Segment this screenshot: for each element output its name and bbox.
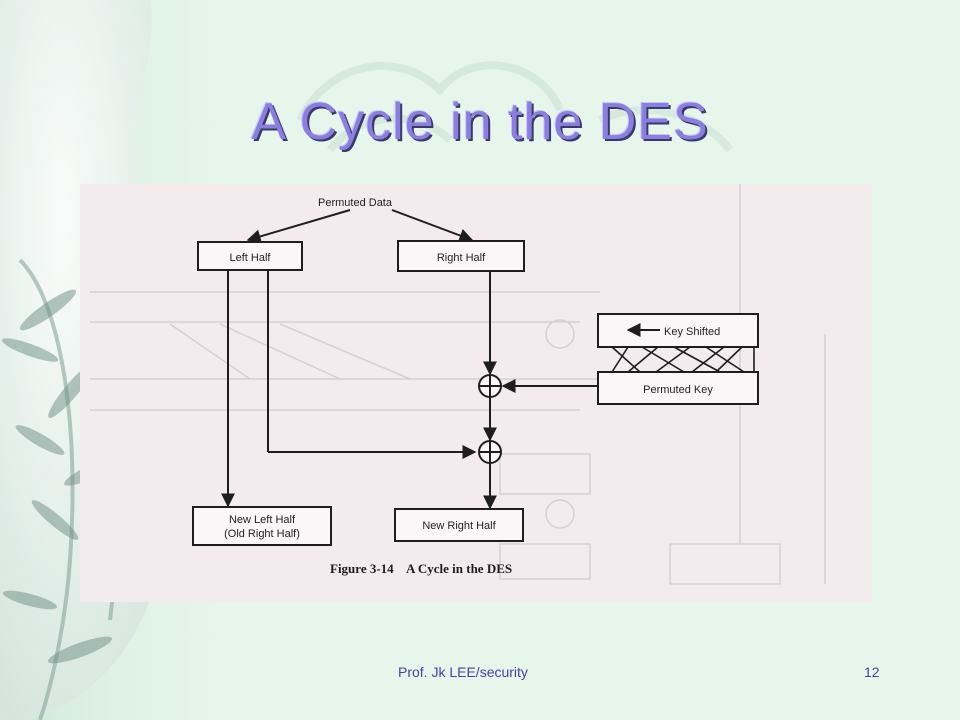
des-cycle-figure: Permuted Data Left Half Right Half Key S… xyxy=(80,184,872,602)
left-half-box xyxy=(197,241,303,271)
permuted-key-label: Permuted Key xyxy=(643,384,713,396)
diagram xyxy=(192,209,759,546)
footer-text: Prof. Jk LEE/security xyxy=(398,664,528,680)
floral-pattern xyxy=(296,61,734,153)
left-half-label: Left Half xyxy=(230,252,272,264)
old-right-half-label: (Old Right Half) xyxy=(224,528,300,540)
slide-title: A Cycle in the DES xyxy=(251,93,709,151)
permuted-data-label: Permuted Data xyxy=(318,197,393,209)
key-shifted-box xyxy=(597,313,759,348)
new-right-half-box xyxy=(394,508,524,542)
right-half-label: Right Half xyxy=(437,252,486,264)
figure-caption: Figure 3-14 A Cycle in the DES xyxy=(330,561,512,576)
permuted-key-box xyxy=(597,371,759,405)
page-number: 12 xyxy=(864,664,880,680)
key-shifted-label: Key Shifted xyxy=(664,326,720,338)
background-bleed xyxy=(90,184,826,585)
new-right-half-label: New Right Half xyxy=(422,520,496,532)
new-left-half-box xyxy=(192,506,332,546)
right-half-box xyxy=(397,240,525,272)
new-left-half-label: New Left Half xyxy=(229,514,296,526)
